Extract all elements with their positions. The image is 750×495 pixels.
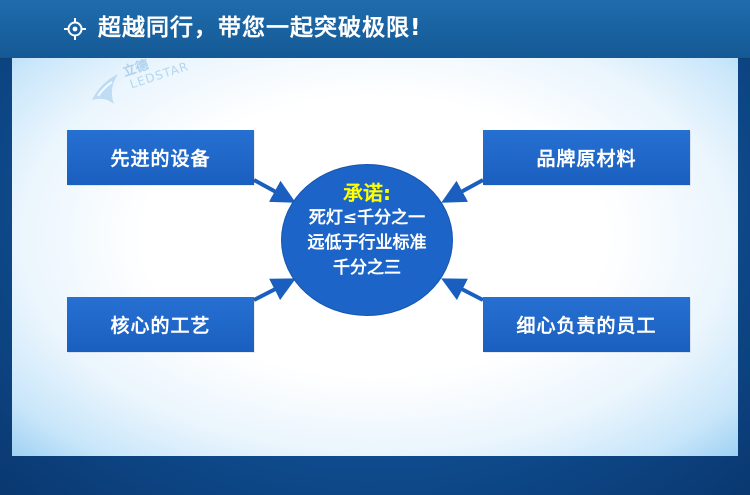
feature-box-process: 核心的工艺 (67, 297, 254, 352)
feature-box-staff: 细心负责的员工 (483, 297, 690, 352)
feature-box-materials: 品牌原材料 (483, 130, 690, 185)
promise-line-1: 死灯≤千分之一 (308, 208, 426, 228)
promise-line-2: 远低于行业标准 (307, 233, 427, 253)
header-title: 超越同行，带您一起突破极限! (98, 15, 422, 41)
promise-circle: 承诺: 死灯≤千分之一 远低于行业标准 千分之三 (282, 165, 452, 315)
header-bar: 超越同行，带您一起突破极限! (0, 0, 750, 59)
arrow-top-right (441, 178, 484, 203)
promise-heading: 承诺: (343, 181, 391, 205)
crosshair-icon (64, 18, 86, 40)
promise-line-3: 千分之三 (333, 258, 401, 278)
watermark-logo: 立德 LEDSTAR (88, 58, 218, 112)
arrow-bottom-right (441, 278, 484, 302)
star-logo-icon (92, 74, 118, 104)
feature-box-equipment: 先进的设备 (67, 130, 254, 185)
arrow-top-left (253, 178, 296, 203)
arrow-bottom-left (253, 278, 296, 302)
